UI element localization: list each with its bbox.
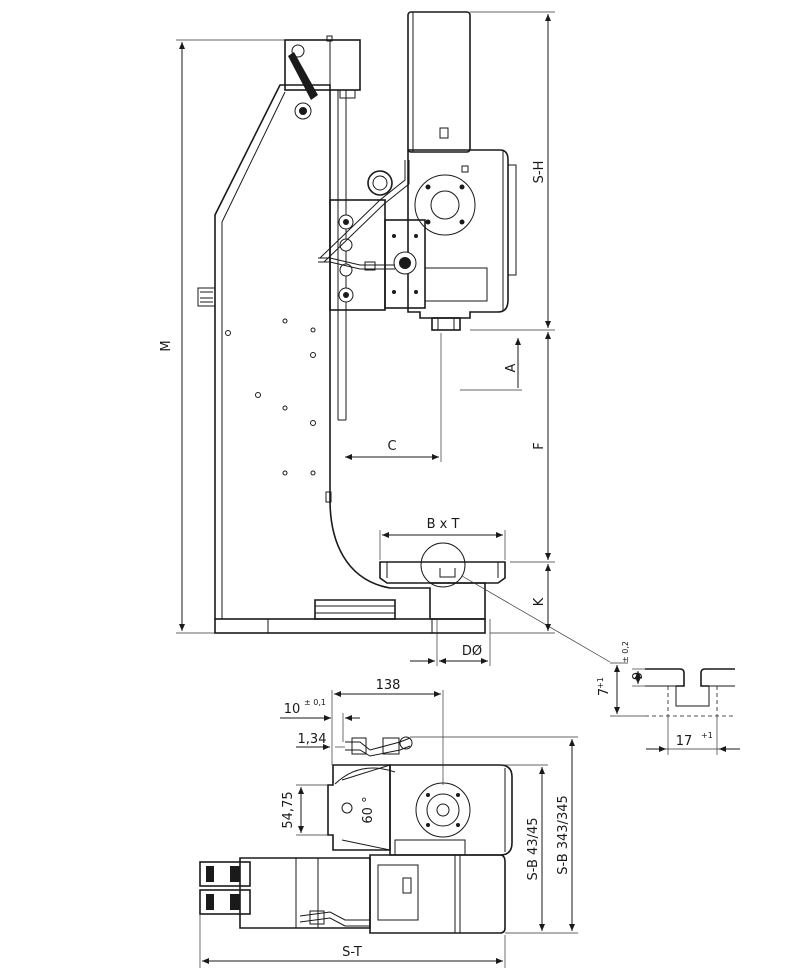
dimension-54-75: 54,75 xyxy=(281,784,328,836)
top-head xyxy=(284,35,361,120)
label-detail-17-tol: +1 xyxy=(701,731,713,740)
label-detail-7-tol: +1 xyxy=(596,677,605,689)
dimension-1-34: 1,34 xyxy=(296,732,345,750)
control-box xyxy=(318,160,426,311)
top-view: 60 ° 138 xyxy=(199,678,578,968)
label-k: K xyxy=(532,597,547,606)
label-detail-17: 17 xyxy=(676,734,693,749)
base-plate xyxy=(214,599,486,634)
detail-view: 9 ± 0,2 7 +1 17 +1 xyxy=(596,641,740,755)
label-s-b-343-345: S-B 343/345 xyxy=(556,795,571,875)
label-dim-54-75: 54,75 xyxy=(281,791,296,828)
side-view: M xyxy=(159,11,611,666)
label-dim-138: 138 xyxy=(376,678,401,693)
dimension-f: F xyxy=(510,332,555,563)
label-dim-10-tol: ± 0,1 xyxy=(304,698,326,707)
label-detail-9: 9 xyxy=(631,672,646,680)
label-s-t: S-T xyxy=(342,945,362,960)
motor-cylinder xyxy=(407,11,471,153)
label-d-diameter: DØ xyxy=(462,644,482,659)
label-dim-60-deg: 60 ° xyxy=(361,796,376,823)
dimension-138: 138 xyxy=(331,678,444,785)
dimension-a: A xyxy=(460,338,522,391)
label-s-b-43-45: S-B 43/45 xyxy=(526,818,541,881)
label-dim-10: 10 xyxy=(284,702,301,717)
dimension-10: 10 ± 0,1 xyxy=(280,698,360,742)
dimension-s-b-43-45: S-B 43/45 xyxy=(500,764,578,934)
spindle-head xyxy=(407,149,517,331)
label-c: C xyxy=(387,439,396,454)
dimension-s-b-343-345: S-B 343/345 xyxy=(410,736,578,931)
label-m: M xyxy=(159,340,174,351)
label-f: F xyxy=(532,442,547,449)
dimension-s-t: S-T xyxy=(199,914,506,968)
label-detail-7: 7 xyxy=(597,688,612,696)
dimension-m: M xyxy=(159,39,300,634)
label-s-h: S-H xyxy=(532,161,547,184)
label-dim-1-34: 1,34 xyxy=(298,732,327,747)
dimension-d-diameter: DØ xyxy=(410,619,491,666)
column-frame xyxy=(197,84,431,619)
dimension-b-x-t: B x T xyxy=(379,517,506,560)
work-table xyxy=(379,542,611,663)
label-b-x-t: B x T xyxy=(427,517,460,532)
dimension-k: K xyxy=(490,564,555,634)
dimension-c: C xyxy=(345,333,442,462)
label-detail-9-tol: ± 0,2 xyxy=(621,641,630,663)
dimension-s-h: S-H xyxy=(470,11,555,331)
label-a: A xyxy=(504,363,519,372)
